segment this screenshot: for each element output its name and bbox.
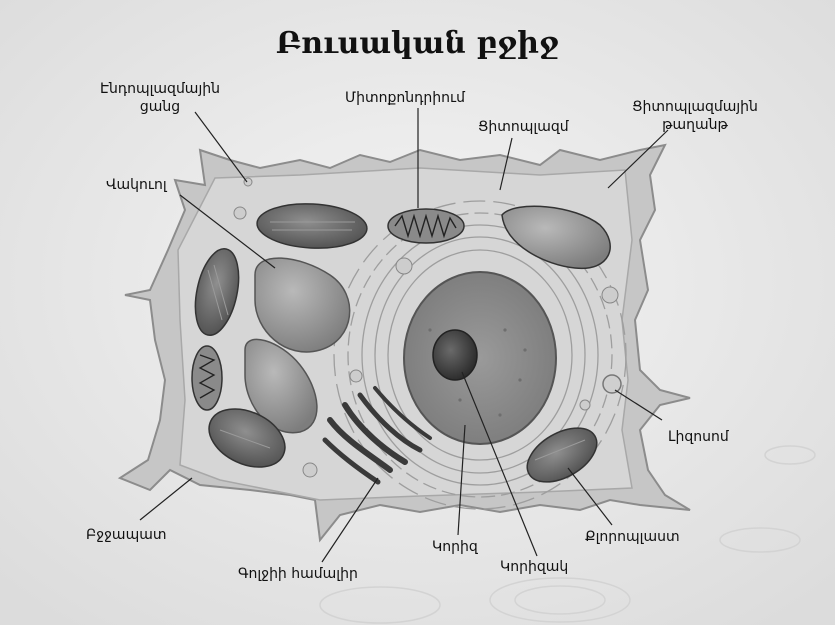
lysosome [603, 375, 621, 393]
label-lysosome: Լիզոսոմ [668, 428, 729, 446]
label-cytoplasmic-membrane: Ցիտոպլազմային թաղանթ [620, 98, 770, 134]
nucleus [404, 272, 556, 444]
label-cytoplasm: Ցիտոպլազմ [478, 118, 569, 136]
label-endoplasmic-reticulum: Էնդոպլազմային ցանց [80, 80, 240, 116]
mitochondrion-2 [192, 346, 222, 410]
nucleolus [433, 330, 477, 380]
label-nucleolus: Կորիզակ [500, 558, 568, 576]
label-golgi: Գոլջիի համալիր [238, 565, 358, 583]
label-nucleus: Կորիզ [432, 538, 478, 556]
label-mitochondrion: Միտոքոնդրիում [345, 89, 465, 107]
label-cell-wall: Բջջապատ [86, 526, 166, 544]
label-vacuole: Վակուոլ [106, 176, 167, 194]
diagram-title: Բուսական բջիջ [0, 26, 835, 61]
label-chloroplast: Քլորոպլաստ [585, 528, 680, 546]
